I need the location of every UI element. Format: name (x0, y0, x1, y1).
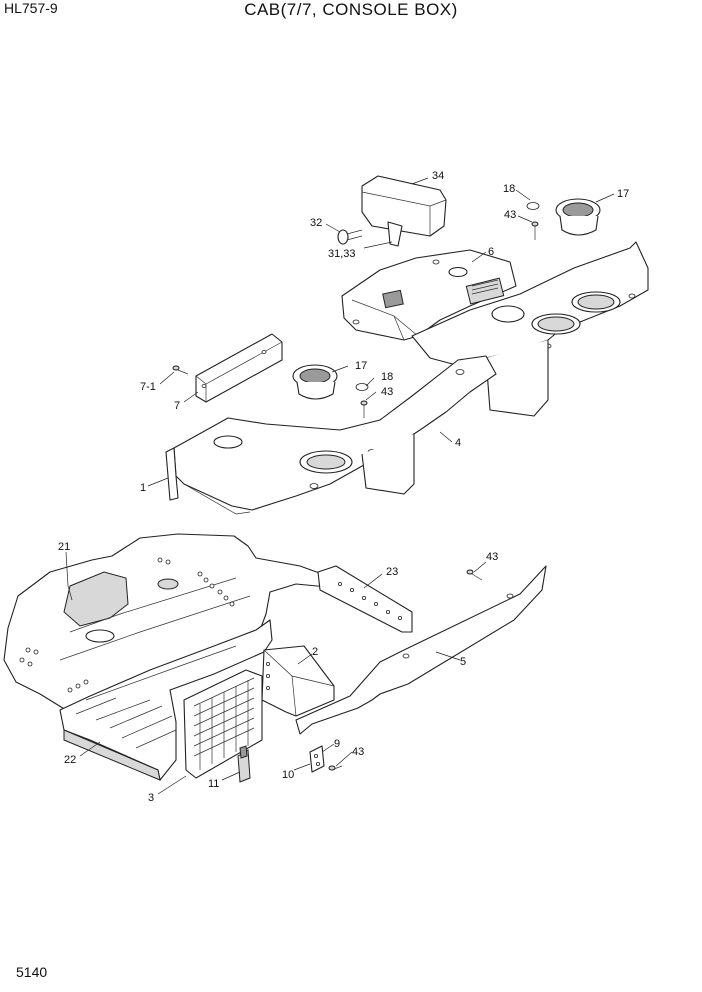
callout-43: 43 (486, 551, 498, 563)
armrest-pad (361, 175, 447, 247)
callout-17: 17 (617, 188, 629, 200)
bolt-lower (360, 400, 368, 418)
lower-console-frame (165, 355, 497, 515)
page-number: 5140 (16, 964, 48, 980)
callout-5: 5 (460, 656, 466, 668)
callout-11: 11 (208, 778, 219, 790)
callout-43: 43 (504, 209, 516, 221)
upper-console-tray (411, 241, 649, 417)
callout-17: 17 (355, 360, 367, 372)
callout-32: 32 (310, 217, 322, 229)
cup-holder-upper (555, 198, 601, 236)
callout-31-33: 31,33 (328, 248, 356, 260)
hinge-plate (309, 745, 325, 773)
support-bracket (317, 565, 413, 633)
callout-4: 4 (455, 437, 461, 449)
callout-43: 43 (381, 386, 393, 398)
floor-plate (59, 619, 273, 781)
callout-43: 43 (352, 746, 364, 758)
grommet-upper (526, 202, 540, 210)
bolt-43c (466, 569, 483, 581)
side-console-panel (295, 565, 547, 735)
callout-18: 18 (381, 371, 393, 383)
callout-numbers: 34 18 17 43 32 31,33 6 17 7-1 18 43 7 4 … (58, 170, 629, 804)
bolt-43d (328, 765, 343, 771)
mat-holes (19, 557, 235, 693)
upper-console-cover (341, 249, 517, 341)
box-frame (261, 645, 335, 717)
callout-18: 18 (503, 183, 515, 195)
floor-mat (3, 533, 341, 711)
leader-lines (65, 177, 615, 795)
callout-22: 22 (64, 754, 76, 766)
callout-9: 9 (334, 738, 340, 750)
screw-7-1 (172, 365, 189, 375)
model-code: HL757-9 (4, 0, 58, 16)
callout-1: 1 (140, 482, 146, 494)
knob (337, 229, 363, 245)
callout-23: 23 (386, 566, 398, 578)
page-title: CAB(7/7, CONSOLE BOX) (244, 0, 458, 19)
grille-cover (183, 669, 263, 779)
callout-34: 34 (432, 170, 444, 182)
callout-21: 21 (58, 541, 70, 553)
bolt-upper (531, 221, 539, 240)
latch (237, 745, 251, 783)
side-cover-plate (195, 333, 283, 403)
callout-3: 3 (148, 792, 154, 804)
callout-10: 10 (282, 769, 294, 781)
callout-7: 7 (174, 400, 180, 412)
callout-7-1: 7-1 (140, 381, 156, 393)
callout-6: 6 (488, 246, 494, 258)
grommet-lower (355, 383, 369, 391)
cup-holder-lower (292, 364, 338, 400)
callout-2: 2 (312, 646, 318, 658)
